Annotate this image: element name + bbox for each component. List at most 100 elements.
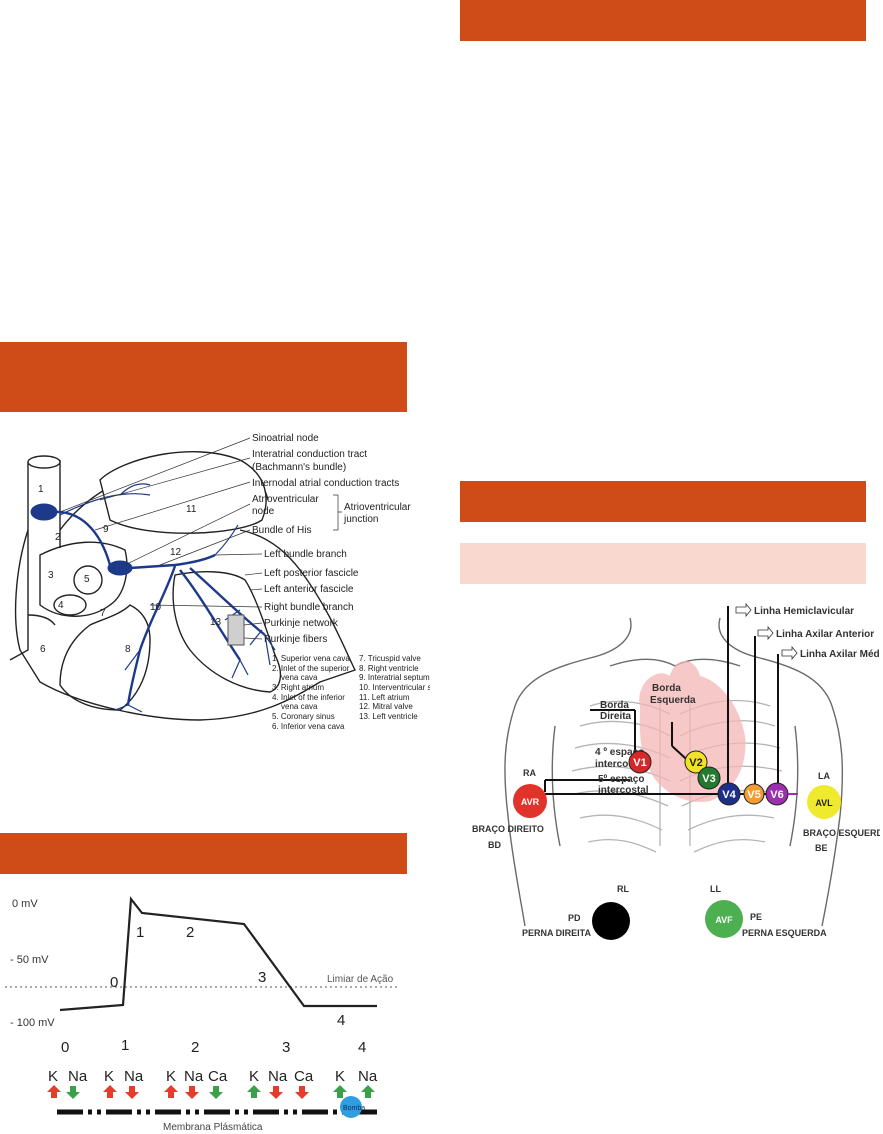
arrow-right-icon [757,625,774,641]
lead-v5-label: V5 [747,789,760,801]
legend-item: 11. Left atrium [359,693,410,702]
legend-item: 10. Interventricular sep [359,683,430,692]
phase-label-3: 3 [258,969,266,986]
section-header-bar-action-potential [0,833,407,874]
phase-row-2: 2 [191,1039,199,1056]
espaco4-line1: 4 º espaço [595,747,644,758]
arrow-down-icon [66,1086,80,1099]
region-number: 10 [150,602,162,613]
legend-right: 7. Tricuspid valve 8. Right ventricle 9.… [359,654,430,721]
legend-item: 12. Mitral valve [359,702,413,711]
espaco5-line2: intercostal [598,785,649,796]
lead-v5 [743,783,765,805]
ecg-lead-placement-diagram: Linha Hemiclavicular Linha Axilar Anteri… [472,602,880,940]
arrow-down-icon [295,1086,309,1099]
heart-conduction-diagram: 1 2 3 4 5 6 7 8 9 10 11 12 13 Sinoatrial… [9,433,430,731]
arrow-up-icon [247,1085,261,1098]
phase-label-1: 1 [136,924,144,941]
espaco5-line1: 5º espaço [598,774,644,785]
la-label: LA [818,771,830,781]
label-av-node-line2: node [252,506,275,517]
arrow-down-icon [269,1086,283,1099]
legend-item: 1. Superior vena cava [272,654,350,663]
avl-label: AVL [815,798,833,808]
section-subheader-bar-ecg [460,543,866,584]
ion-label: K [48,1068,58,1085]
arrow-down-icon [125,1086,139,1099]
pump-label: Bomba [343,1105,365,1112]
legend-item: 6. Inferior vena cava [272,722,345,731]
ion-label: K [249,1068,259,1085]
borda-esquerda-line2: Esquerda [650,695,696,706]
legend-item: 9. Interatrial septum [359,673,430,682]
ion-label: K [104,1068,114,1085]
label-left-bundle-branch: Left bundle branch [264,549,347,560]
bd-full-label: BRAÇO DIREITO [472,824,544,834]
lead-v3-label: V3 [702,773,715,785]
line-label-axilar-media: Linha Axilar Média [800,649,880,660]
pe-label: PE [750,912,762,922]
label-purkinje-fibers: Purkinje fibers [264,634,327,645]
bd-label: BD [488,840,501,850]
arrow-right-icon [781,645,798,661]
phase-row-1: 1 [121,1037,129,1054]
pd-full-label: PERNA DIREITA [522,928,592,938]
lead-v2 [684,750,708,774]
section-header-bar-top-right [460,0,866,41]
phase-row-4: 4 [358,1039,366,1056]
label-right-bundle-branch: Right bundle branch [264,602,354,613]
phase-label-4: 4 [337,1012,345,1029]
arrow-up-icon [47,1085,61,1098]
y-label-0mv: 0 mV [12,898,38,910]
section-header-bar-conduction [0,342,407,412]
arrow-up-icon [333,1085,347,1098]
be-full-label: BRAÇO ESQUERDO [803,828,880,838]
region-number: 11 [186,504,197,515]
region-number: 6 [40,644,46,655]
threshold-label: Limiar de Ação [327,974,394,985]
legend-item: 3. Right atrium [272,683,324,692]
legend-item: vena cava [281,673,318,682]
line-label-hemiclavicular: Linha Hemiclavicular [754,606,854,617]
legend-item: 4. Inlet of the inferior [272,693,345,702]
label-purkinje-network: Purkinje network [264,618,339,629]
y-label-50mv: - 50 mV [10,954,49,966]
label-av-junction-line1: Atrioventricular [344,502,411,513]
legend-item: vena cava [281,702,318,711]
region-number: 4 [58,600,64,611]
region-numbers: 1 2 3 4 5 6 7 8 9 10 11 12 13 [38,484,222,655]
section-header-bar-ecg [460,481,866,522]
avf-label: AVF [715,915,733,925]
arrow-down-icon [209,1086,223,1099]
legend-item: 13. Left ventricle [359,712,418,721]
region-number: 13 [210,617,222,628]
lead-avl [807,785,841,819]
pd-label: PD [568,913,581,923]
lead-v4 [717,782,741,806]
phase-label-2: 2 [186,924,194,941]
be-label: BE [815,843,828,853]
label-left-posterior-fascicle: Left posterior fascicle [264,568,359,579]
label-bundle-of-his: Bundle of His [252,525,311,536]
arrow-up-icon [103,1085,117,1098]
lead-v6-label: V6 [770,789,783,801]
arrow-up-icon [164,1085,178,1098]
ion-label: Na [358,1068,378,1085]
region-number: 2 [55,532,61,543]
rl-label: RL [617,884,629,894]
action-potential-curve [59,896,377,1012]
action-potential-diagram: 0 mV - 50 mV - 100 mV Limiar de Ação 0 1… [5,896,400,1133]
avr-label: AVR [521,797,540,807]
ion-label: Ca [208,1068,228,1085]
label-interatrial-tract: Interatrial conduction tract [252,449,367,460]
ion-label: K [166,1068,176,1085]
legend-item: 2. Inlet of the superior [272,664,350,673]
lead-v2-label: V2 [689,757,702,769]
borda-esquerda-line1: Borda [652,683,681,694]
label-bachmann: (Bachmann's bundle) [252,462,346,473]
lead-rl [592,902,630,940]
ion-label: Ca [294,1068,314,1085]
legend-item: 8. Right ventricle [359,664,419,673]
ion-label: Na [124,1068,144,1085]
ion-label: Na [268,1068,288,1085]
